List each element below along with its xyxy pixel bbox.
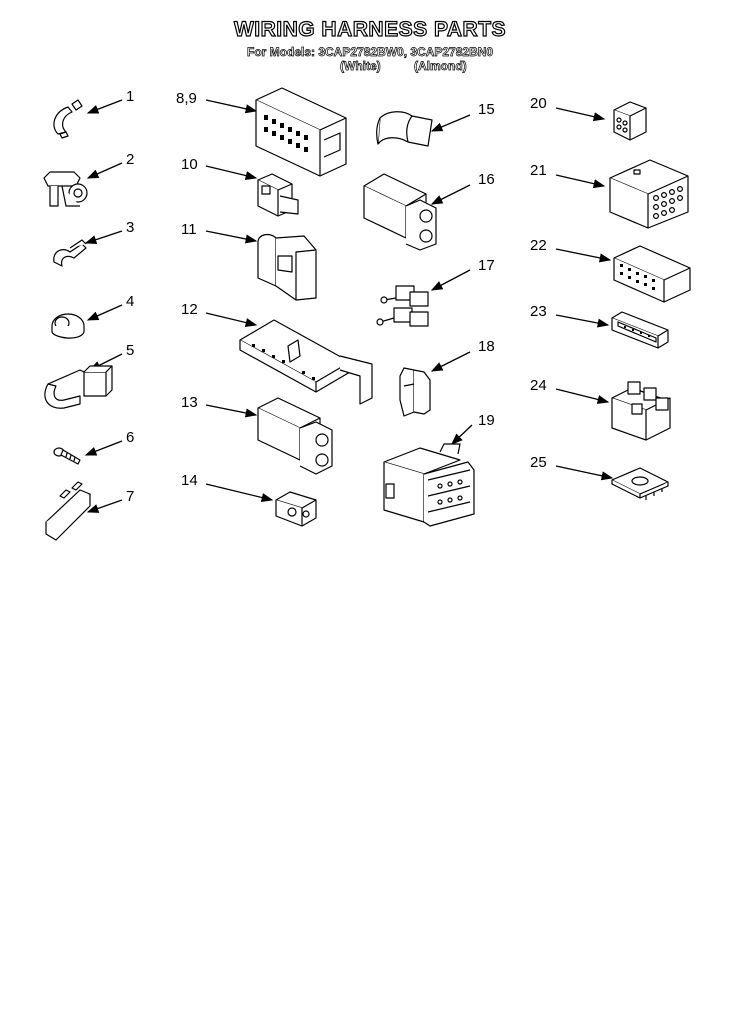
part-5-cable-clamp xyxy=(44,365,113,409)
part-2-push-clip xyxy=(43,171,88,207)
callout-19: 19 xyxy=(478,412,495,429)
part-18-clip xyxy=(399,367,431,417)
part-8-9-multipin-housing xyxy=(255,87,347,177)
models-line: For Models: 3CAP2782BW0, 3CAP2782BN0 xyxy=(247,45,494,60)
callout-1: 1 xyxy=(126,88,135,105)
callout-7: 7 xyxy=(126,488,135,505)
callout-24: 24 xyxy=(530,377,547,394)
callout-8-9: 8,9 xyxy=(176,90,197,107)
color-label-white: (White) xyxy=(340,59,381,74)
callout-15: 15 xyxy=(478,101,495,118)
callout-17: 17 xyxy=(478,257,495,274)
leader-lines xyxy=(84,99,614,513)
part-15-tape xyxy=(376,111,433,147)
callout-13: 13 xyxy=(181,394,198,411)
callout-5: 5 xyxy=(126,342,135,359)
part-1-wire-clip xyxy=(53,99,83,139)
part-12-terminal-strip xyxy=(239,319,373,405)
callout-16: 16 xyxy=(478,171,495,188)
page-title: WIRING HARNESS PARTS xyxy=(233,17,507,41)
part-24-block-housing xyxy=(611,381,671,441)
callout-11: 11 xyxy=(181,221,197,238)
part-11-connector xyxy=(257,233,317,301)
part-6-screw xyxy=(53,447,81,465)
callout-3: 3 xyxy=(126,219,135,236)
part-14-small-plug xyxy=(275,491,317,527)
callout-14: 14 xyxy=(181,472,198,489)
callout-22: 22 xyxy=(530,237,547,254)
part-23-edge-connector xyxy=(611,311,669,349)
part-4-grommet xyxy=(51,313,85,339)
callout-23: 23 xyxy=(530,303,547,320)
part-10-small-connector xyxy=(257,173,299,217)
callout-4: 4 xyxy=(126,293,135,310)
part-16-two-pin-housing xyxy=(363,173,437,251)
callout-12: 12 xyxy=(181,301,198,318)
part-7-strip xyxy=(45,481,91,541)
part-22-ribbon-connector xyxy=(613,245,691,303)
part-20-cube-connector xyxy=(613,101,647,141)
part-17-terminal-block xyxy=(376,285,429,327)
part-25-flat-plate xyxy=(611,467,669,500)
color-label-almond: (Almond) xyxy=(414,59,467,74)
callout-10: 10 xyxy=(181,156,198,173)
callout-18: 18 xyxy=(478,338,495,355)
callout-21: 21 xyxy=(530,162,547,179)
callout-20: 20 xyxy=(530,95,547,112)
callout-25: 25 xyxy=(530,454,547,471)
part-21-large-housing xyxy=(609,159,689,229)
part-13-two-pin-housing xyxy=(257,397,333,475)
callout-6: 6 xyxy=(126,429,135,446)
callout-2: 2 xyxy=(126,151,135,168)
part-19-multirow-connector xyxy=(383,443,475,527)
part-3-wire-tie xyxy=(53,239,87,267)
